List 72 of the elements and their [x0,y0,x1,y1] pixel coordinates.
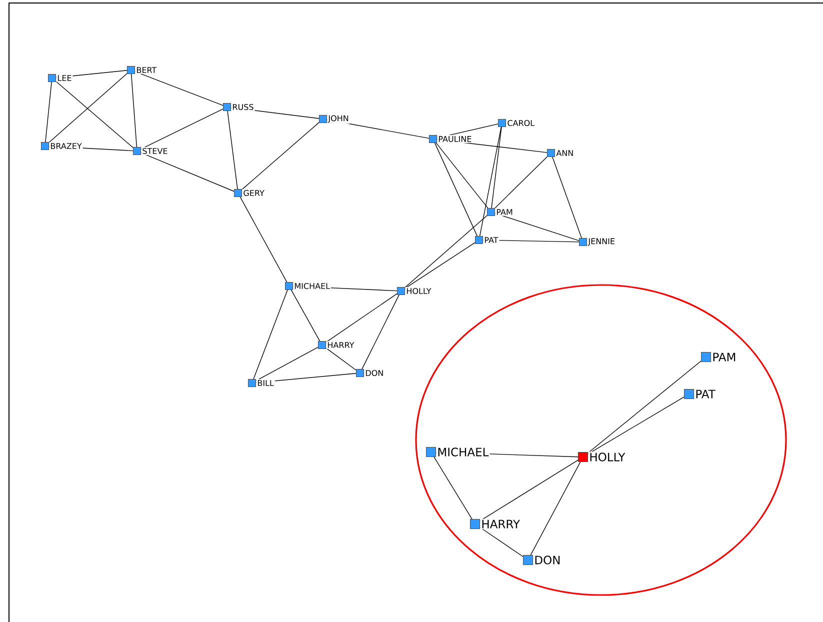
node-label: LEE [58,75,72,81]
network-node: STEVE [133,146,169,156]
node-label: PAULINE [438,136,472,142]
network-node: HOLLY [578,452,626,462]
network-node: MICHAEL [426,446,490,458]
network-node: BILL [248,379,275,387]
edge-line [404,242,476,289]
network-node: LEE [48,74,73,82]
network-node: PAM [701,352,738,362]
node-label: PAM [496,209,512,215]
edge-line [45,82,52,142]
edge-line [530,462,581,556]
node-label: CAROL [508,120,535,126]
edge-line [404,215,488,288]
edge-line [479,126,502,236]
network-node: RUSS [223,102,255,112]
network-node: JOHN [319,114,350,124]
node-label: DON [366,370,383,376]
node-label: BILL [258,380,274,386]
node-label: PAT [696,390,716,398]
network-node: CAROL [498,118,536,128]
node-label: HOLLY [590,452,626,462]
node-label: ANN [556,150,573,156]
node-label: GERY [244,190,264,196]
node-label: DON [535,556,560,564]
network-node: MICHAEL [285,282,332,290]
network-node: BRAZEY [41,142,83,150]
network-node: PAT [684,388,716,400]
network-node: JENNIE [579,237,616,247]
node-label: MICHAEL [294,282,330,290]
network-node: HOLLY [397,286,432,296]
network-node: PAM [487,208,514,216]
network-node: HARRY [470,518,521,530]
node-label: BRAZEY [50,143,82,149]
edge-line [240,196,288,282]
node-label: STEVE [142,148,168,154]
edge-line [436,142,488,208]
network-node: DON [523,554,562,566]
edge-line [480,527,524,557]
edge-line [227,110,238,190]
node-label: MICHAEL [438,448,489,456]
edge-line [253,290,288,380]
edge-line [48,73,128,143]
network-node: DON [356,368,385,378]
node-label: HARRY [328,342,354,348]
node-label: PAT [484,237,498,243]
network-node: BERT [127,66,158,74]
edge-line [491,126,502,208]
edge-line [56,81,134,148]
network-node: GERY [234,188,266,198]
node-label: BERT [136,67,157,73]
network-node: HARRY [318,341,356,349]
edge-line [242,122,320,190]
edge-line [362,294,400,370]
edge-line [588,360,702,454]
edge-line [326,348,356,370]
node-label: PAM [713,352,736,362]
edge-line [434,142,478,236]
edge-line [434,456,472,520]
edge-line [326,293,398,343]
edge-line [552,156,582,238]
node-label: HOLLY [406,288,432,294]
node-label: JOHN [328,115,348,123]
edge-line [494,156,548,208]
node-label: JENNIE [588,238,614,246]
edge-line [290,290,320,342]
network-node: PAULINE [429,135,473,143]
network-node: PAT [475,236,500,244]
node-label: RUSS [232,104,254,110]
node-label: HARRY [482,520,520,528]
edge-line [130,74,138,148]
network-node: ANN [547,149,575,157]
